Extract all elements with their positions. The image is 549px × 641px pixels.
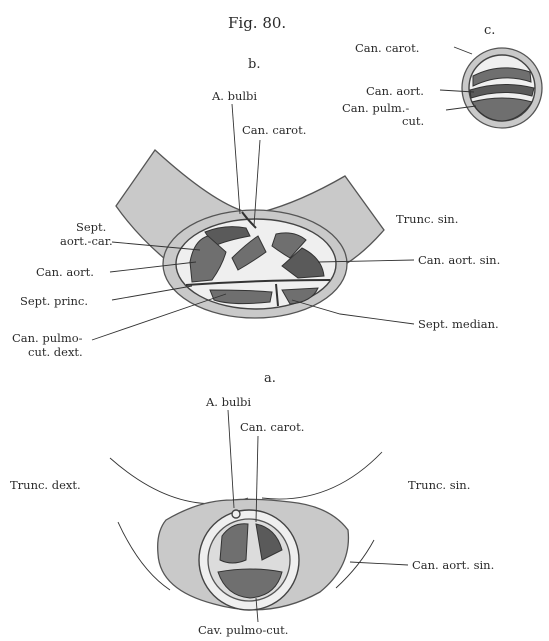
leader-b-a-bulbi — [232, 104, 240, 214]
label-c-can-aort: Can. aort. — [366, 84, 424, 98]
label-a-trunc-dext: Trunc. dext. — [10, 478, 81, 492]
leader-b-can-pulmo — [92, 294, 226, 340]
label-c-can-pulm-2: cut. — [402, 114, 424, 128]
label-b-sept-aort-car-1: Sept. — [76, 220, 106, 234]
label-b-trunc-sin: Trunc. sin. — [396, 212, 458, 226]
label-c-can-pulm-1: Can. pulm.- — [342, 101, 409, 115]
label-b-can-pulmo-1: Can. pulmo- — [12, 331, 83, 345]
label-c-can-carot: Can. carot. — [355, 41, 419, 55]
leader-c-can-carot — [454, 47, 472, 54]
figure-title: Fig. 80. — [228, 14, 286, 32]
panel-b-pulmo-canal-right — [210, 290, 272, 304]
panel-label-a: a. — [264, 371, 276, 386]
label-a-can-aort-sin: Can. aort. sin. — [412, 558, 494, 572]
panel-a-trunc-sin-line-upper — [262, 452, 382, 499]
label-b-can-pulmo-2: cut. dext. — [28, 345, 83, 359]
panel-a-drawing — [110, 452, 382, 610]
label-a-can-carot: Can. carot. — [240, 420, 304, 434]
panel-label-b: b. — [248, 57, 260, 72]
panel-label-c: c. — [484, 23, 495, 38]
label-a-cav-pulmo: Cav. pulmo-cut. — [198, 623, 288, 637]
panel-c-drawing — [462, 48, 542, 128]
label-b-can-aort-sin: Can. aort. sin. — [418, 253, 500, 267]
label-b-can-aort: Can. aort. — [36, 265, 94, 279]
label-b-a-bulbi: A. bulbi — [211, 89, 257, 103]
panel-a-trunc-dext-line-upper — [110, 458, 248, 504]
panel-b-drawing — [116, 150, 384, 318]
panel-a-bulbi-vessel — [232, 510, 240, 518]
label-a-a-bulbi: A. bulbi — [205, 395, 251, 409]
leader-a-a-bulbi — [228, 410, 234, 508]
label-a-trunc-sin: Trunc. sin. — [408, 478, 470, 492]
label-b-sept-aort-car-2: aort.-car. — [60, 234, 113, 248]
label-b-can-carot: Can. carot. — [242, 123, 306, 137]
label-b-sept-princ: Sept. princ. — [20, 294, 88, 308]
label-b-sept-median: Sept. median. — [418, 317, 499, 331]
